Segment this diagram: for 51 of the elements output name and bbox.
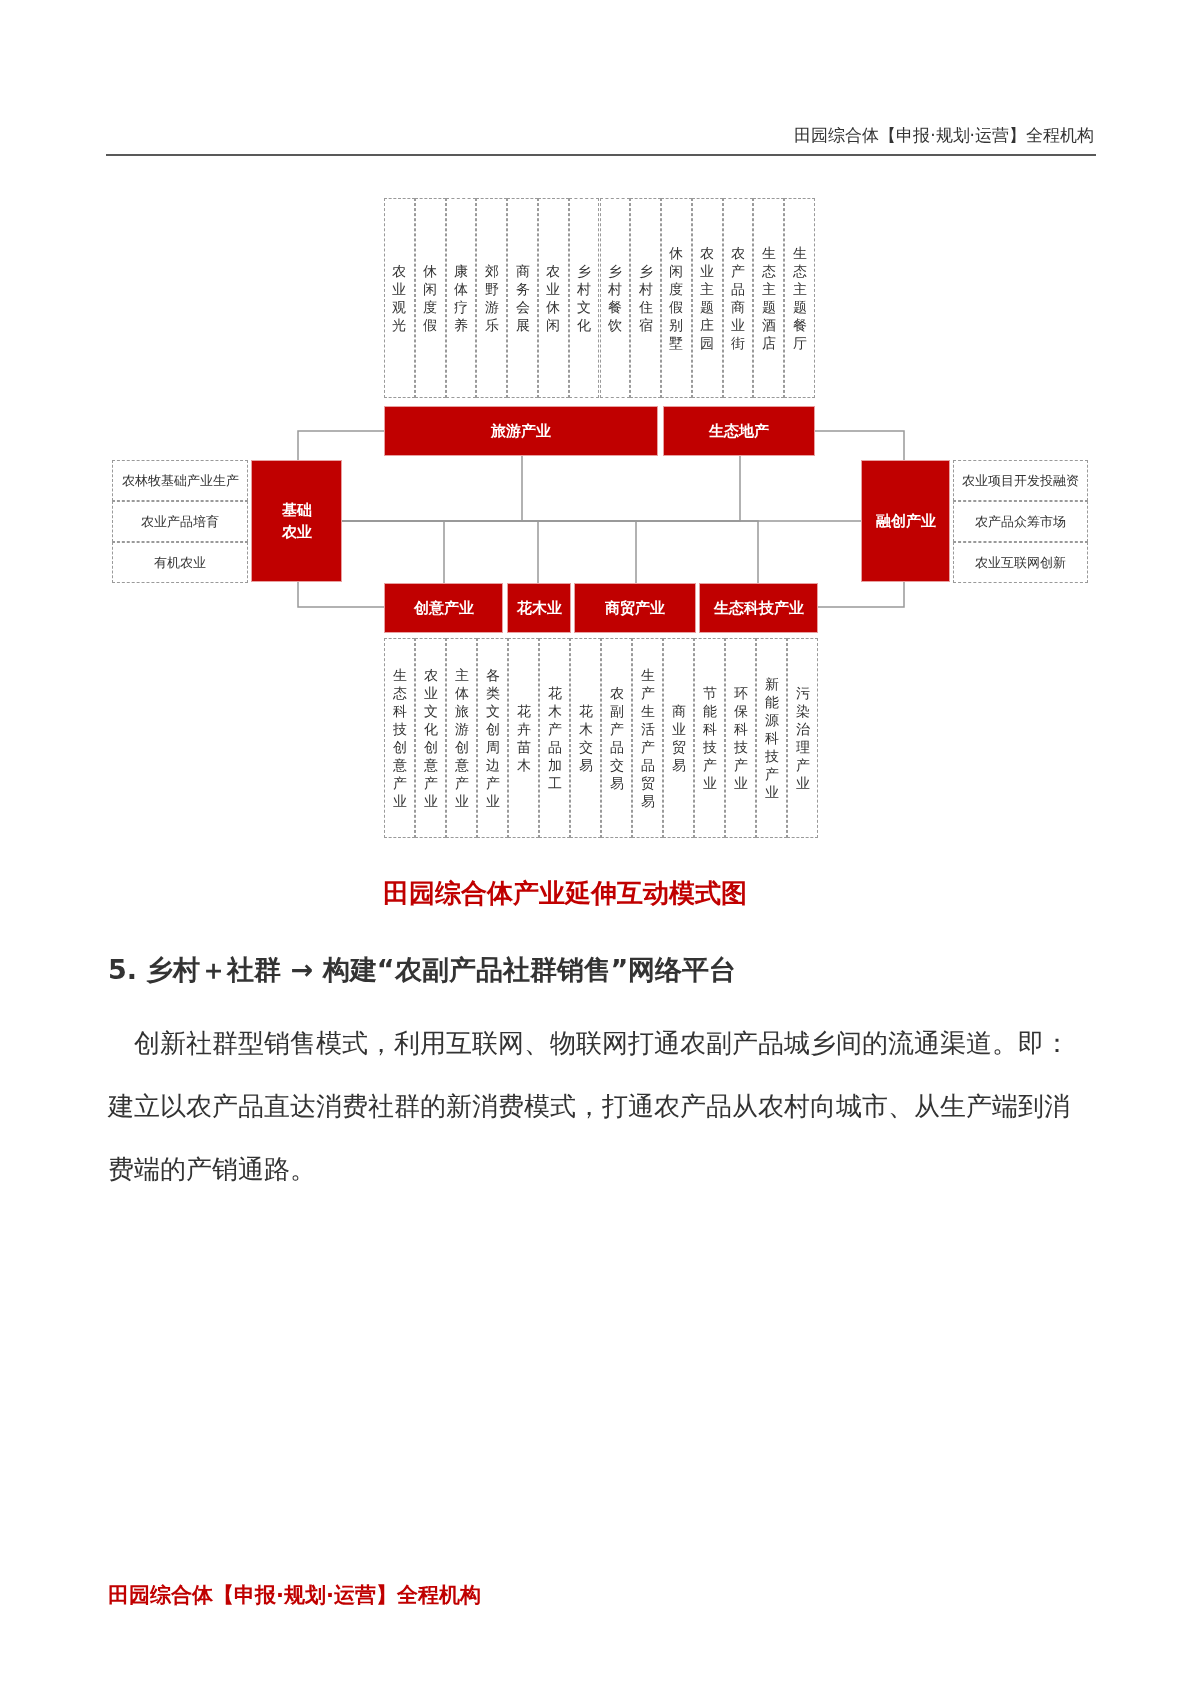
item-box: 生态主题餐厅 bbox=[784, 198, 815, 398]
item-box: 农业互联网创新 bbox=[953, 542, 1088, 583]
item-box: 污染治理产业 bbox=[787, 638, 818, 838]
connector-line bbox=[297, 581, 385, 608]
item-box: 农产品商业街 bbox=[722, 198, 754, 398]
body-paragraph: 创新社群型销售模式，利用互联网、物联网打通农副产品城乡间的流通渠道。即：建立以农产品直达消费社群的新消费模式，打通农产品从农村向城市、从生产端到消费端的产销通路。 bbox=[108, 1027, 1070, 1186]
item-box: 农业休闲 bbox=[537, 198, 569, 398]
item-box: 乡村餐饮 bbox=[599, 198, 631, 398]
category-box: 基础农业 bbox=[251, 460, 342, 582]
item-box: 农林牧基础产业生产 bbox=[112, 460, 248, 501]
item-box: 生态科技创意产业 bbox=[384, 638, 415, 838]
item-box: 商业贸易 bbox=[663, 638, 694, 838]
category-box: 旅游产业 bbox=[384, 406, 658, 456]
item-box: 各类文创周边产业 bbox=[477, 638, 508, 838]
item-box: 农业产品培育 bbox=[112, 501, 248, 542]
category-box: 融创产业 bbox=[861, 460, 950, 582]
item-box: 康体疗养 bbox=[445, 198, 477, 398]
item-box: 农业主题庄园 bbox=[691, 198, 723, 398]
item-box: 农业项目开发投融资 bbox=[953, 460, 1088, 501]
item-box: 有机农业 bbox=[112, 542, 248, 583]
item-box: 乡村文化 bbox=[568, 198, 600, 398]
header-tagline: 田园综合体【申报·规划·运营】全程机构 bbox=[794, 124, 1094, 147]
connector-line bbox=[297, 430, 385, 461]
item-box: 农产品众筹市场 bbox=[953, 501, 1088, 542]
item-box: 郊野游乐 bbox=[476, 198, 508, 398]
item-box: 新能源科技产业 bbox=[756, 638, 787, 838]
item-box: 生态主题酒店 bbox=[753, 198, 785, 398]
item-box: 休闲度假别墅 bbox=[661, 198, 692, 398]
item-box: 乡村住宿 bbox=[630, 198, 662, 398]
item-box: 花木交易 bbox=[570, 638, 601, 838]
category-box: 花木业 bbox=[507, 583, 571, 633]
category-box: 生态地产 bbox=[663, 406, 815, 456]
section-heading: 5. 乡村＋社群 → 构建“农副产品社群销售”网络平台 bbox=[108, 953, 737, 987]
item-box: 环保科技产业 bbox=[725, 638, 756, 838]
item-box: 节能科技产业 bbox=[694, 638, 725, 838]
item-box: 商务会展 bbox=[507, 198, 538, 398]
item-box: 休闲度假 bbox=[414, 198, 446, 398]
item-box: 农副产品交易 bbox=[601, 638, 632, 838]
item-box: 花卉苗木 bbox=[508, 638, 539, 838]
item-box: 农业观光 bbox=[384, 198, 415, 398]
figure-caption: 田园综合体产业延伸互动模式图 bbox=[383, 877, 747, 910]
footer-tagline: 田园综合体【申报·规划·运营】全程机构 bbox=[108, 1582, 481, 1609]
connector-line bbox=[814, 430, 905, 461]
category-box: 生态科技产业 bbox=[699, 583, 818, 633]
connector-line bbox=[817, 581, 905, 608]
category-box: 创意产业 bbox=[384, 583, 503, 633]
item-box: 花木产品加工 bbox=[539, 638, 570, 838]
item-box: 生产生活产品贸易 bbox=[632, 638, 663, 838]
item-box: 主体旅游创意产业 bbox=[446, 638, 477, 838]
item-box: 农业文化创意产业 bbox=[415, 638, 446, 838]
category-box: 商贸产业 bbox=[574, 583, 696, 633]
